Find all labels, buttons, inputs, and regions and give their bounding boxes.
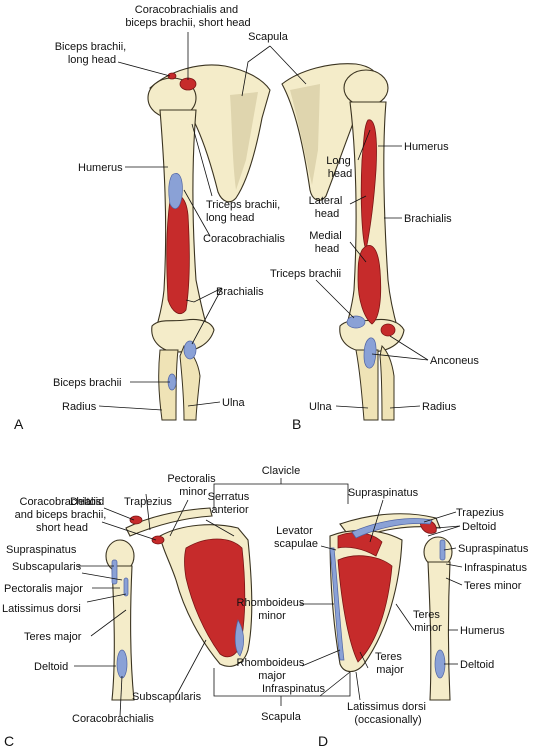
label-humerus-d: Humerus bbox=[460, 625, 505, 637]
panel-b-drawing bbox=[281, 63, 405, 421]
panel-letter-b: B bbox=[292, 416, 301, 432]
label-levator-scapulae-d: Levator scapulae bbox=[274, 525, 318, 550]
label-supraspinatus-c: Supraspinatus bbox=[6, 544, 77, 556]
panel-a-drawing bbox=[147, 64, 271, 421]
label-deltoid-c-top: Deltoid bbox=[70, 496, 104, 508]
label-trapezius-d: Trapezius bbox=[456, 507, 504, 519]
panel-letter-a: A bbox=[14, 416, 24, 432]
label-triceps-long-head-a: Triceps brachii, long head bbox=[206, 199, 283, 224]
label-subscapularis-c-upper: Subscapularis bbox=[12, 561, 82, 573]
label-humerus-b: Humerus bbox=[404, 141, 449, 153]
label-deltoid-c-bottom: Deltoid bbox=[34, 661, 68, 673]
label-lateral-head-b: Lateral head bbox=[309, 195, 346, 220]
label-teres-major-c: Teres major bbox=[24, 631, 82, 643]
label-coraco-short-head-top: Coracobrachialis and biceps brachii, sho… bbox=[125, 4, 250, 29]
leader-lines bbox=[74, 32, 463, 717]
label-supraspinatus-d-top: Supraspinatus bbox=[348, 487, 419, 499]
label-teres-minor-d-mid: Teres minor bbox=[413, 609, 443, 634]
label-rhomboideus-major-d: Rhomboideus major bbox=[237, 657, 308, 682]
label-teres-major-d: Teres major bbox=[375, 651, 405, 676]
label-subscapularis-c-lower: Subscapularis bbox=[132, 691, 202, 703]
label-teres-minor-d-right: Teres minor bbox=[464, 580, 522, 592]
label-trapezius-c: Trapezius bbox=[124, 496, 172, 508]
label-brachialis-b: Brachialis bbox=[404, 213, 452, 225]
label-rhomboideus-minor-d: Rhomboideus minor bbox=[237, 597, 308, 622]
label-supraspinatus-d: Supraspinatus bbox=[458, 543, 529, 555]
label-deltoid-d-top: Deltoid bbox=[462, 521, 496, 533]
label-coracobrachialis-a: Coracobrachialis bbox=[203, 233, 285, 245]
label-medial-head-b: Medial head bbox=[309, 230, 344, 255]
label-coracobrachialis-c: Coracobrachialis bbox=[72, 713, 154, 725]
label-humerus-a: Humerus bbox=[78, 162, 123, 174]
label-scapula-bottom: Scapula bbox=[261, 711, 302, 723]
label-radius-b: Radius bbox=[422, 401, 457, 413]
label-long-head-b: Long head bbox=[326, 155, 354, 180]
label-coraco-short-head-c: Coracobrachialis and biceps brachii, sho… bbox=[15, 496, 110, 534]
label-brachialis-a: Brachialis bbox=[216, 286, 264, 298]
label-clavicle: Clavicle bbox=[262, 465, 301, 477]
panel-c-drawing bbox=[105, 507, 253, 701]
label-infraspinatus-d-right: Infraspinatus bbox=[464, 562, 527, 574]
label-deltoid-d-bottom: Deltoid bbox=[460, 659, 494, 671]
label-triceps-brachii-b: Triceps brachii bbox=[270, 268, 341, 280]
label-ulna-a: Ulna bbox=[222, 397, 246, 409]
label-biceps-long-head: Biceps brachii, long head bbox=[55, 41, 130, 66]
label-anconeus-b: Anconeus bbox=[430, 355, 479, 367]
label-radius-a: Radius bbox=[62, 401, 97, 413]
panel-letter-d: D bbox=[318, 733, 328, 749]
label-pectoralis-major-c: Pectoralis major bbox=[4, 583, 83, 595]
panel-letter-c: C bbox=[4, 733, 14, 749]
label-latissimus-dorsi-c: Latissimus dorsi bbox=[2, 603, 81, 615]
panel-d-drawing bbox=[329, 513, 453, 701]
label-serratus-anterior-c: Serratus anterior bbox=[208, 491, 253, 516]
label-ulna-b: Ulna bbox=[309, 401, 333, 413]
label-scapula-top: Scapula bbox=[248, 31, 289, 43]
label-biceps-brachii-a: Biceps brachii bbox=[53, 377, 121, 389]
label-pectoralis-minor-c: Pectoralis minor bbox=[167, 473, 218, 498]
label-infraspinatus-d-bottom: Infraspinatus bbox=[262, 683, 325, 695]
label-latissimus-dorsi-d: Latissimus dorsi (occasionally) bbox=[347, 701, 429, 726]
